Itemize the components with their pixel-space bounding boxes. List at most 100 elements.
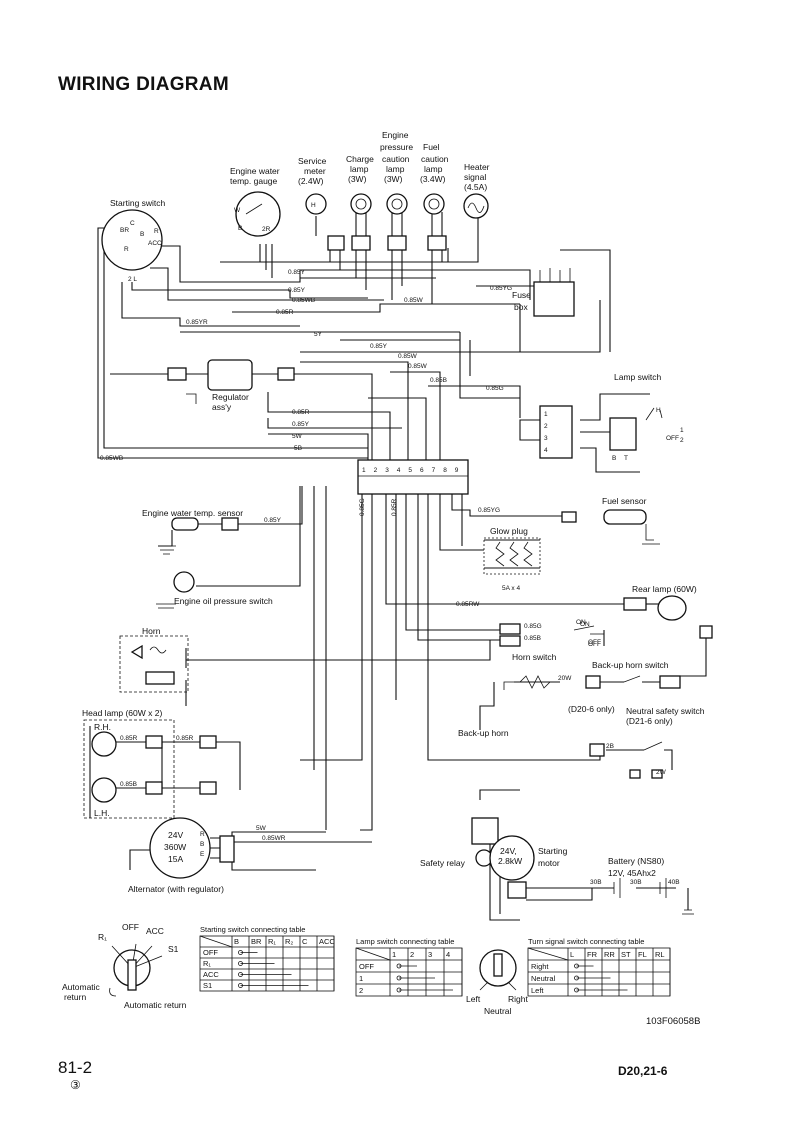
head-lamps: Head lamp (60W x 2) R.H. L.H. — [82, 708, 217, 819]
lamp-switch-table-row-header: 2 — [359, 986, 363, 995]
svg-text:2.8kW: 2.8kW — [498, 856, 522, 866]
wire-code: 0.85Y — [288, 269, 306, 276]
switch-terminal: OFF — [666, 435, 679, 442]
svg-text:Service: Service — [298, 156, 327, 166]
turn-signal-table-col-header: L — [570, 950, 574, 959]
svg-text:(D21-6 only): (D21-6 only) — [626, 716, 673, 726]
turn-signal-table-col-header: RR — [604, 950, 615, 959]
svg-text:OFF: OFF — [588, 639, 601, 646]
fuel-caution-lamp: Fuel caution lamp (3.4W) — [420, 142, 449, 215]
svg-text:Engine water temp. sensor: Engine water temp. sensor — [142, 508, 243, 518]
starting-switch-table-col-header: BR — [251, 937, 262, 946]
service-meter: H Service meter (2.4W) — [298, 156, 327, 215]
svg-text:12V, 45Ahx2: 12V, 45Ahx2 — [608, 868, 656, 878]
water-temp-sensor: Engine water temp. sensor — [142, 508, 243, 555]
backup-horn-switch: Back-up horn switch — [585, 660, 681, 689]
regulator: Regulator ass'y — [167, 359, 295, 412]
svg-text:signal: signal — [464, 172, 486, 182]
connector-pin: 8 — [443, 467, 447, 474]
starting-switch-positions: OFF ACC R₁ S1 Automatic return Automatic… — [62, 922, 187, 1010]
svg-text:Fuel: Fuel — [423, 142, 440, 152]
svg-text:2R: 2R — [262, 226, 271, 233]
starting-switch-table-row-header: R₁ — [203, 959, 211, 968]
rear-lamp: Rear lamp (60W) — [623, 584, 713, 639]
svg-text:Engine: Engine — [382, 130, 409, 140]
connection-node — [238, 950, 243, 955]
wire-code: 0.85YR — [186, 319, 208, 326]
svg-text:ass'y: ass'y — [212, 402, 232, 412]
lamp-switch-table-col-header: 1 — [392, 950, 396, 959]
lamp-switch-table-row-header: OFF — [359, 962, 374, 971]
backup-horn: Back-up horn — [458, 675, 560, 738]
svg-text:B: B — [140, 231, 144, 238]
wire-code: 2W — [656, 769, 667, 776]
svg-text:T: T — [624, 455, 628, 462]
svg-text:Battery (NS80): Battery (NS80) — [608, 856, 664, 866]
svg-text:ACC: ACC — [146, 926, 164, 936]
svg-text:OFF: OFF — [122, 922, 139, 932]
connector-pin: 1 — [362, 467, 366, 474]
svg-text:meter: meter — [304, 166, 326, 176]
drawing-number: 103F06058B — [646, 1016, 701, 1027]
neutral-safety-switch: (D20-6 only) Neutral safety switch (D21-… — [568, 704, 705, 779]
connection-node — [396, 975, 402, 981]
turn-signal-table-col-header: FR — [587, 950, 598, 959]
svg-text:Rear lamp (60W): Rear lamp (60W) — [632, 584, 697, 594]
wire-code: 0.85R — [391, 498, 398, 516]
wire-code: 30B — [590, 879, 602, 886]
svg-text:return: return — [64, 992, 86, 1002]
wire-code: 5Y — [314, 331, 323, 338]
switch-terminal: ON — [580, 621, 590, 628]
lamp-switch-table-col-header: 4 — [446, 950, 450, 959]
svg-text:pressure: pressure — [380, 142, 413, 152]
turn-signal-table-title: Turn signal switch connecting table — [528, 937, 644, 946]
connector-pin: 4 — [397, 467, 401, 474]
starting-switch-table-title: Starting switch connecting table — [200, 925, 305, 934]
lamp-switch-table-row-header: 1 — [359, 974, 363, 983]
wire-code: 0.85B — [120, 781, 137, 788]
svg-text:Starting: Starting — [538, 846, 568, 856]
wire-code: 0.85YG — [478, 507, 500, 514]
alternator: 24V 360W 15A R B E Alternator (with regu… — [128, 817, 235, 894]
wire-code: 0.85R — [176, 735, 194, 742]
svg-text:E: E — [200, 851, 205, 858]
svg-text:R: R — [124, 246, 129, 253]
starting-switch-label: Starting switch — [110, 198, 166, 208]
turn-signal-table-col-header: FL — [638, 950, 647, 959]
wire-code: 0.85W — [404, 297, 424, 304]
svg-text:4: 4 — [544, 447, 548, 454]
lamp-switch-table-col-header: 2 — [410, 950, 414, 959]
horn: Horn — [119, 626, 189, 693]
svg-text:H: H — [311, 202, 316, 209]
svg-text:S1: S1 — [168, 944, 179, 954]
wire-code: 5B — [294, 445, 302, 452]
svg-text:24V,: 24V, — [500, 846, 517, 856]
wire-code: 0.85WB — [292, 297, 315, 304]
wire-code: 0.85Y — [292, 421, 310, 428]
starting-motor: 24V, 2.8kW Starting motor — [489, 835, 568, 899]
turn-signal-table-col-header: RL — [655, 950, 665, 959]
svg-text:L.H.: L.H. — [94, 808, 110, 818]
connection-node — [238, 983, 243, 988]
svg-text:(2.4W): (2.4W) — [298, 176, 324, 186]
svg-text:box: box — [514, 302, 528, 312]
lamp-switch: 1 2 3 4 H B T Lamp switch — [539, 372, 663, 462]
connector-pin: 3 — [385, 467, 389, 474]
svg-text:15A: 15A — [168, 854, 183, 864]
wire-code: 0.85R — [292, 409, 310, 416]
fuel-sensor: Fuel sensor — [561, 496, 660, 545]
svg-text:2: 2 — [544, 423, 548, 430]
wire-code: 0.85Y — [370, 343, 388, 350]
svg-text:Neutral: Neutral — [484, 1006, 512, 1016]
starting-switch: BR C B R R ACC 2 L Starting switch — [101, 198, 166, 283]
turn-signal-table-col-header: ST — [621, 950, 631, 959]
connection-node — [574, 987, 579, 993]
horn-switch: ON OFF Horn switch — [499, 619, 604, 662]
svg-text:caution: caution — [421, 154, 449, 164]
svg-text:Automatic: Automatic — [62, 982, 101, 992]
wire-code: 2B — [606, 743, 614, 750]
svg-text:H: H — [656, 407, 661, 414]
svg-text:lamp: lamp — [424, 164, 443, 174]
svg-text:Left: Left — [466, 994, 481, 1004]
svg-text:(D20-6 only): (D20-6 only) — [568, 704, 615, 714]
